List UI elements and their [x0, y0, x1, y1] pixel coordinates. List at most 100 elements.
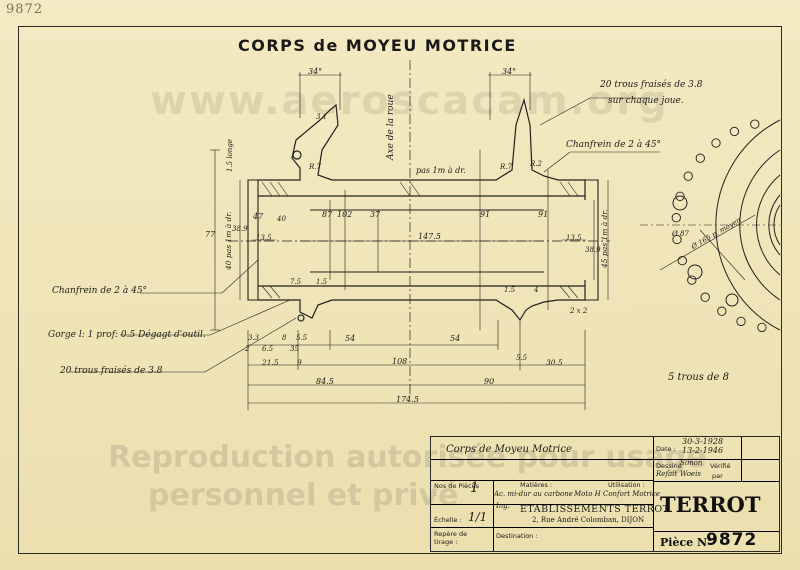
dim-87: 87	[322, 210, 333, 219]
annotation-chanfrein-left: Chanfrein de 2 à 45°	[52, 286, 148, 296]
annotation-bague: 1.5 longe	[226, 139, 234, 172]
tb-date2: 13-2-1946	[682, 446, 724, 455]
dim-91b: 91	[538, 210, 549, 219]
annotation-axe-roue: Axe de la roue	[386, 94, 396, 160]
terrot-logo: TERROT	[660, 492, 761, 517]
annotation-gorge: Gorge l: 1 prof: 0.5 Dégagt d'outil.	[48, 330, 206, 340]
tb-divider-1	[431, 459, 779, 460]
title-block	[430, 436, 780, 552]
dim-6-5: 6.5	[262, 345, 274, 353]
annotation-sur-joue: sur chaque joue.	[608, 96, 684, 106]
corner-number: 9872	[6, 2, 44, 17]
dim-54a: 54	[345, 334, 356, 343]
fraised-hole	[677, 255, 687, 266]
annotation-trous-left: 20 trous fraisés de 3.8	[60, 366, 163, 376]
annotation-pas: pas 1m à dr.	[416, 166, 466, 175]
dim-108: 108	[392, 357, 408, 366]
annotation-pas-right: 45 pas 1m à dr.	[600, 209, 609, 268]
tb-nos-value: 1	[470, 480, 479, 496]
tb-date-label: Date :	[656, 445, 676, 453]
dim-90: 90	[484, 377, 495, 386]
dim-a34-right: 34°	[502, 67, 517, 76]
dim-r7-left: R.7	[309, 163, 321, 171]
tb-divider-5	[653, 481, 779, 482]
annotation-trous-top: 20 trous fraisés de 3.8	[600, 80, 703, 90]
dim-r3-1: 3.1	[316, 113, 328, 121]
dim-7-5: 7.5	[290, 278, 302, 286]
tb-divider-6	[653, 531, 779, 532]
piece-number: 9872	[706, 530, 758, 550]
dim-147-5: 147.5	[418, 232, 441, 241]
dim-2x2: 2 x 2	[570, 307, 588, 315]
tb-refait-by: Woeis	[680, 470, 701, 478]
tb-divider-4	[431, 527, 653, 528]
fraised-hole	[711, 138, 721, 148]
annotation-chanfrein-right: Chanfrein de 2 à 45°	[566, 140, 662, 150]
fraised-hole	[672, 234, 682, 245]
tb-matieres-value: Ac. mi-dur au carbone	[494, 490, 573, 498]
dim-3-3: 3.3	[248, 334, 260, 342]
tb-vdivider-1	[653, 437, 654, 551]
fraised-hole	[675, 191, 685, 201]
tb-echelle-value: 1/1	[468, 510, 488, 524]
piece-label: Pièce N°	[660, 536, 713, 549]
dim-30-5: 30.5	[546, 358, 563, 367]
watermark-line1: Reproduction autorisée pour usage	[108, 440, 707, 475]
dim-174-5: 174.5	[396, 395, 419, 404]
tb-refait-label: Refait	[656, 470, 678, 478]
dim-a34-left: 34°	[308, 67, 323, 76]
fraised-hole	[695, 153, 705, 163]
tb-designation: Corps de Moyeu Motrice	[446, 444, 572, 455]
annotation-trous-bottom: 5 trous de 8	[668, 372, 729, 383]
tb-vdivider-4	[741, 437, 742, 481]
dim-13-5-right: 13.5	[566, 234, 582, 242]
fraised-hole	[736, 316, 746, 327]
dim-54b: 54	[450, 334, 461, 343]
dim-84-5: 84.5	[316, 377, 334, 386]
drawing-frame	[18, 26, 782, 554]
fraised-hole	[700, 292, 710, 302]
watermark-site: www.aeroscacam.org	[150, 78, 669, 124]
tb-vdivider-2	[493, 480, 494, 527]
dim-r7-right: R.7	[500, 163, 512, 171]
dim-5-5b: 5.5	[516, 354, 528, 362]
fraised-hole	[750, 119, 760, 129]
dim-5-5: 5.5	[296, 334, 308, 342]
dim-91a: 91	[480, 210, 491, 219]
dim-9: 9	[297, 358, 302, 367]
dim-102: 102	[337, 210, 353, 219]
dim-77: 77	[205, 230, 216, 239]
fraised-hole	[683, 171, 693, 181]
tb-address: 2, Rue André Colomban, DIJON	[532, 516, 645, 524]
tb-matieres-label: Matières :	[520, 481, 553, 489]
tb-vdivider-3	[493, 527, 494, 551]
fraised-hole	[757, 322, 767, 333]
tb-company: ETABLISSEMENTS TERROT	[520, 504, 670, 515]
drawing-title: CORPS de MOYEU MOTRICE	[238, 36, 517, 55]
tb-par-label: par	[712, 472, 723, 480]
tb-dessine-by: Simon	[680, 459, 703, 467]
dim-21-5: 21.5	[262, 358, 279, 367]
annotation-pas-left: 40 pas 1m à dr.	[224, 211, 233, 270]
dim-r2: R.2	[530, 160, 542, 168]
dim-1-5a: 1.5	[316, 278, 328, 286]
tb-utilisation-label: Utilisation :	[608, 481, 645, 489]
tb-divider-3	[431, 504, 653, 505]
dim-35: 35	[290, 345, 299, 353]
tb-ing-mark: Ing.	[496, 502, 510, 510]
tb-nos-label: Nos de Pièces :	[434, 482, 480, 498]
dim-2: 2	[245, 345, 250, 353]
fraised-hole	[717, 306, 727, 316]
tb-verifie-label: Vérifié	[710, 462, 731, 470]
dim-1-5b: 1.5	[504, 286, 516, 294]
fraised-hole	[687, 275, 697, 285]
tb-date1: 30-3-1928	[682, 437, 724, 446]
tb-dessine-label: Dessiné	[656, 462, 682, 470]
dim-38-9: 38.9	[232, 225, 248, 233]
dim-38-9-right: 38.9	[585, 246, 601, 254]
dim-47: 47	[253, 212, 264, 221]
dim-13-5-left: 13.5	[256, 234, 272, 242]
tb-destination-label: Destination :	[496, 532, 538, 540]
